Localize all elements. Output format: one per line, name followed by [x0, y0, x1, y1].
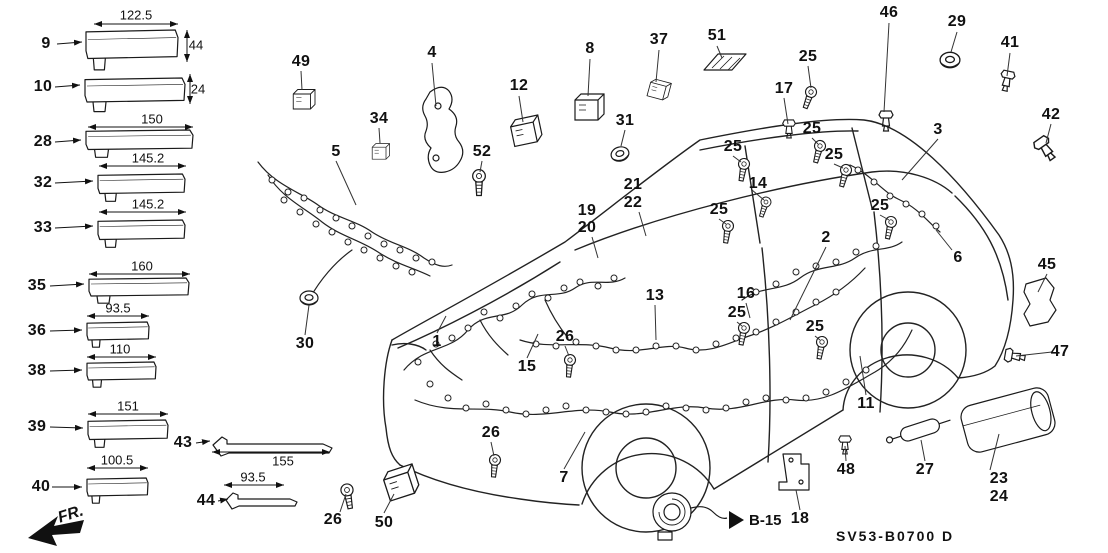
grommet-icon — [299, 290, 319, 306]
bracket-strip — [86, 477, 149, 504]
cable-reel — [652, 492, 728, 541]
bolt-icon — [472, 169, 486, 197]
tube-part-23-24 — [960, 387, 1056, 453]
component-icons — [292, 51, 1061, 511]
relay-box-icon — [574, 93, 605, 121]
relay-box-icon — [292, 89, 316, 110]
floor-plate-part-51 — [703, 53, 747, 71]
bracket-strip — [84, 28, 180, 72]
bracket-strip — [86, 361, 157, 388]
clip-icon — [1031, 133, 1061, 165]
bracket-strip — [84, 77, 186, 113]
grommet-icon — [939, 51, 961, 69]
bracket-part-18 — [778, 453, 810, 491]
connector-icon — [646, 77, 672, 102]
car-body-outline — [382, 118, 1015, 533]
bolt-icon — [735, 321, 751, 347]
clip-icon — [1003, 346, 1027, 366]
bolt-icon — [562, 353, 577, 378]
bracket-strip — [85, 129, 194, 159]
custom-part-shapes — [84, 28, 1057, 541]
ref-b15: B-15 — [729, 511, 782, 529]
clip-icon — [997, 69, 1017, 93]
bolt-icon — [719, 219, 735, 245]
roller-part-27 — [885, 418, 951, 444]
bolt-icon — [881, 214, 899, 241]
relay-box-icon — [371, 143, 390, 160]
bracket-strip — [88, 277, 190, 304]
rod-part-43 — [212, 436, 333, 457]
diagram-code: SV53-B0700 D — [836, 528, 955, 544]
bracket-part-45 — [1023, 277, 1057, 327]
part-pointer-arrows — [49, 39, 229, 504]
leader-lines — [300, 22, 1053, 514]
connector-dots — [268, 166, 940, 418]
bolt-icon — [813, 335, 829, 361]
bracket-strip — [97, 219, 186, 249]
bolt-icon — [809, 138, 828, 165]
ref-label: B-15 — [749, 511, 782, 529]
bracket-part-4 — [422, 86, 464, 173]
bolt-icon — [756, 195, 773, 219]
bolt-icon — [487, 453, 502, 478]
fr-direction-arrow — [28, 516, 84, 546]
bracket-strip — [86, 321, 150, 348]
bolt-icon — [799, 84, 819, 111]
control-unit-icon — [380, 463, 422, 502]
bracket-strip — [87, 419, 169, 449]
bracket-strip — [97, 173, 186, 203]
grommet-icon — [608, 144, 632, 164]
relay-box-icon — [508, 114, 544, 148]
ref-triangle-arrow-icon — [729, 511, 744, 529]
dimension-lines — [87, 21, 330, 488]
rod-part-44 — [225, 492, 298, 510]
